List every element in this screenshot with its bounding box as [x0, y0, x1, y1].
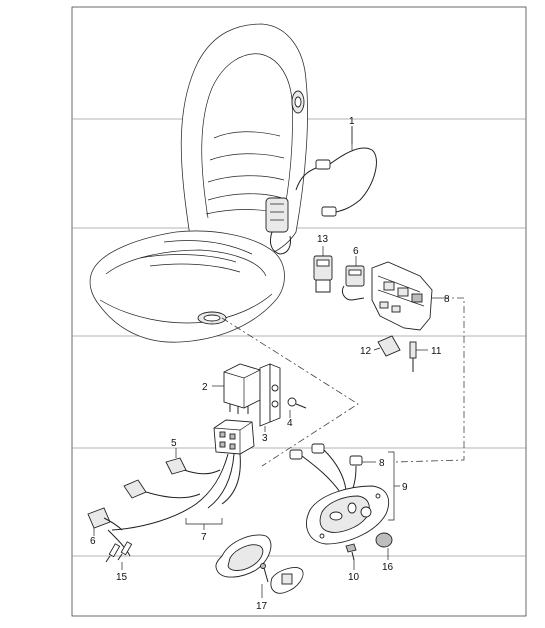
relay-socket — [213, 419, 255, 455]
seat-motor-icon — [265, 197, 289, 233]
label-16: 16 — [382, 562, 394, 573]
part-10-screw — [345, 543, 357, 570]
label-8-lower: 8 — [379, 458, 385, 469]
seat — [89, 23, 308, 343]
part-3-bracket — [259, 363, 281, 432]
part-1-cable-harness — [295, 126, 377, 217]
part-2-relay — [212, 363, 261, 414]
part-13-connector — [313, 246, 333, 293]
label-10: 10 — [348, 572, 360, 583]
part-15-plugs — [105, 541, 133, 570]
label-6-lower: 6 — [90, 536, 96, 547]
label-1: 1 — [349, 116, 355, 127]
label-7: 7 — [201, 532, 207, 543]
part-7-lower-harness — [107, 453, 241, 557]
part-5-connector — [165, 448, 187, 475]
label-8-upper: 8 — [444, 294, 450, 305]
label-5: 5 — [171, 438, 177, 449]
label-2: 2 — [202, 382, 208, 393]
label-12: 12 — [360, 346, 372, 357]
background-bands — [72, 118, 526, 557]
label-4: 4 — [287, 418, 293, 429]
part-number-labels: 1 2 3 4 5 6 6 7 8 8 9 10 11 12 13 15 16 … — [90, 116, 450, 612]
diagram-frame — [71, 6, 527, 617]
label-3: 3 — [262, 433, 268, 444]
part-17-trim-cover — [215, 534, 304, 598]
label-11: 11 — [431, 346, 442, 357]
part-8-control-unit — [371, 261, 442, 331]
label-6-upper: 6 — [353, 246, 359, 257]
label-15: 15 — [116, 572, 128, 583]
label-9: 9 — [402, 482, 408, 493]
part-6-connector-upper — [341, 256, 365, 301]
part-16-cap — [375, 532, 393, 560]
part-6-connector-lower — [87, 507, 123, 536]
part-9-seat-switch — [289, 443, 400, 545]
part-12-pad — [373, 335, 401, 357]
part-11-pin — [409, 341, 428, 372]
label-17: 17 — [256, 601, 268, 612]
label-13: 13 — [317, 234, 329, 245]
harness-connector — [123, 479, 147, 499]
connection-lines — [221, 297, 465, 467]
part-4-screw — [287, 397, 307, 418]
